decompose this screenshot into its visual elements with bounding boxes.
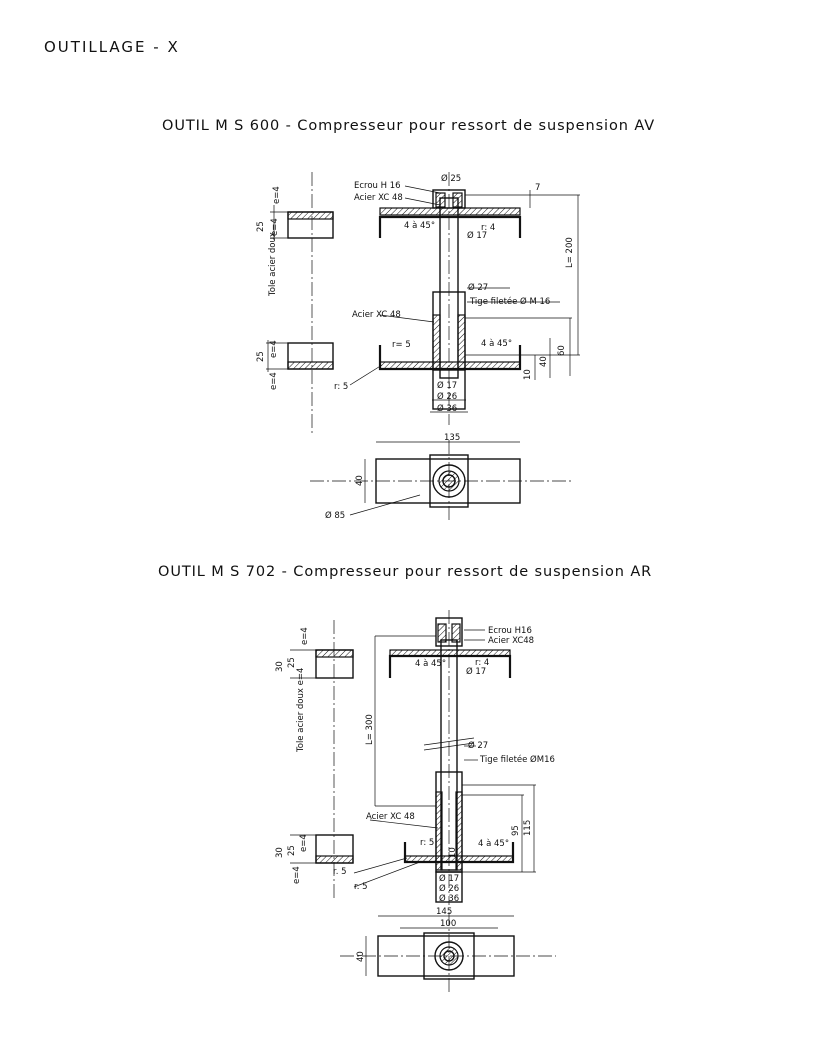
t2-acier-mid: Acier XC 48: [366, 812, 415, 822]
t1-side-e4-top: e=4: [272, 186, 282, 204]
t1-acier-top: Acier XC 48: [354, 193, 403, 203]
t1-r5-bot: r: 5: [334, 382, 348, 392]
t2-side-30-top: 30: [275, 661, 285, 672]
page-header: OUTILLAGE - X: [44, 38, 180, 56]
t2-r4: r: 4: [475, 658, 489, 668]
t2-diam27: Ø 27: [468, 740, 488, 751]
t2-r5-b: r. 5: [333, 867, 347, 877]
t2-chamfer-top: 4 à 45°: [415, 659, 446, 669]
t1-dim7: 7: [535, 183, 540, 193]
t1-dim10: 10: [523, 369, 533, 380]
t1-dim40: 40: [539, 356, 549, 367]
t1-side-e4-b2: e=4: [269, 372, 279, 390]
tool2-title: OUTIL M S 702 - Compresseur pour ressort…: [158, 564, 653, 580]
tool1-title: OUTIL M S 600 - Compresseur pour ressort…: [162, 118, 656, 134]
t2-chamfer-bot: 4 à 45°: [478, 839, 509, 849]
t2-side-30-bot: 30: [275, 847, 285, 858]
t2-side-e4-top: e=4: [300, 627, 310, 645]
t1-L200: L= 200: [565, 237, 575, 268]
t2-diam17-bot: Ø 17: [439, 873, 459, 884]
t1-diam27: Ø 27: [468, 282, 488, 293]
t2-diam17-top: Ø 17: [466, 666, 486, 677]
t1-diam17-top: Ø 17: [467, 230, 487, 241]
t1-diam36: Ø 36: [437, 403, 457, 414]
t1-r5-top: r= 5: [392, 340, 411, 350]
tool2-labels: Ecrou H16 Acier XC48 4 à 45° r: 4 Ø 17 L…: [275, 626, 555, 962]
t2-plan100: 100: [440, 919, 456, 929]
t1-dim60: 60: [557, 345, 567, 356]
t2-r5-a: r: 5: [420, 838, 434, 848]
tool1-drawing: [266, 172, 580, 522]
t2-side-e4-b2: e=4: [292, 866, 302, 884]
t1-plan40: 40: [355, 475, 365, 486]
t1-diam25: Ø 25: [441, 173, 461, 184]
tool1-labels: Ø 25 Ecrou H 16 Acier XC 48 7 r: 4 4 à 4…: [256, 173, 575, 521]
t2-side-e4-bot: e=4: [299, 834, 309, 852]
t2-ecrou: Ecrou H16: [488, 626, 532, 636]
t1-side-25-top: 25: [256, 221, 266, 232]
t2-plan145: 145: [436, 907, 452, 917]
t2-side-25-bot: 25: [287, 845, 297, 856]
t1-r4: r: 4: [481, 223, 495, 233]
t1-side-e4-bot: e=4: [269, 340, 279, 358]
t1-diam26: Ø 26: [437, 391, 457, 402]
t1-tole: Tole acier doux: [268, 232, 278, 297]
t1-tige: Tige filetée Ø M 16: [469, 296, 550, 307]
t2-L300: L= 300: [365, 714, 375, 745]
t1-chamfer-top: 4 à 45°: [404, 221, 435, 231]
t1-plan-diam85: Ø 85: [325, 510, 345, 521]
t2-diam36: Ø 36: [439, 893, 459, 904]
tool2-drawing: [290, 610, 556, 994]
t2-r5-c: r. 5: [354, 882, 368, 892]
t2-plan40: 40: [356, 951, 366, 962]
t2-dim115: 115: [523, 820, 533, 836]
t1-side-25-bot: 25: [256, 351, 266, 362]
t2-side-25-top: 25: [287, 657, 297, 668]
t2-acier-top: Acier XC48: [488, 636, 534, 646]
t1-acier-mid: Acier XC 48: [352, 310, 401, 320]
t1-side-e4-mid: e=4: [270, 218, 280, 236]
t2-dim10: 10: [448, 847, 458, 858]
t1-chamfer-bot: 4 à 45°: [481, 339, 512, 349]
t1-diam17-bot: Ø 17: [437, 380, 457, 391]
t2-tige: Tige filetée ØM16: [479, 754, 555, 765]
t1-ecrou: Ecrou H 16: [354, 181, 401, 191]
t1-plan135: 135: [444, 433, 460, 443]
t2-dim95: 95: [511, 825, 521, 836]
t2-diam26: Ø 26: [439, 883, 459, 894]
t2-tole: Tole acier doux e=4: [296, 668, 306, 753]
